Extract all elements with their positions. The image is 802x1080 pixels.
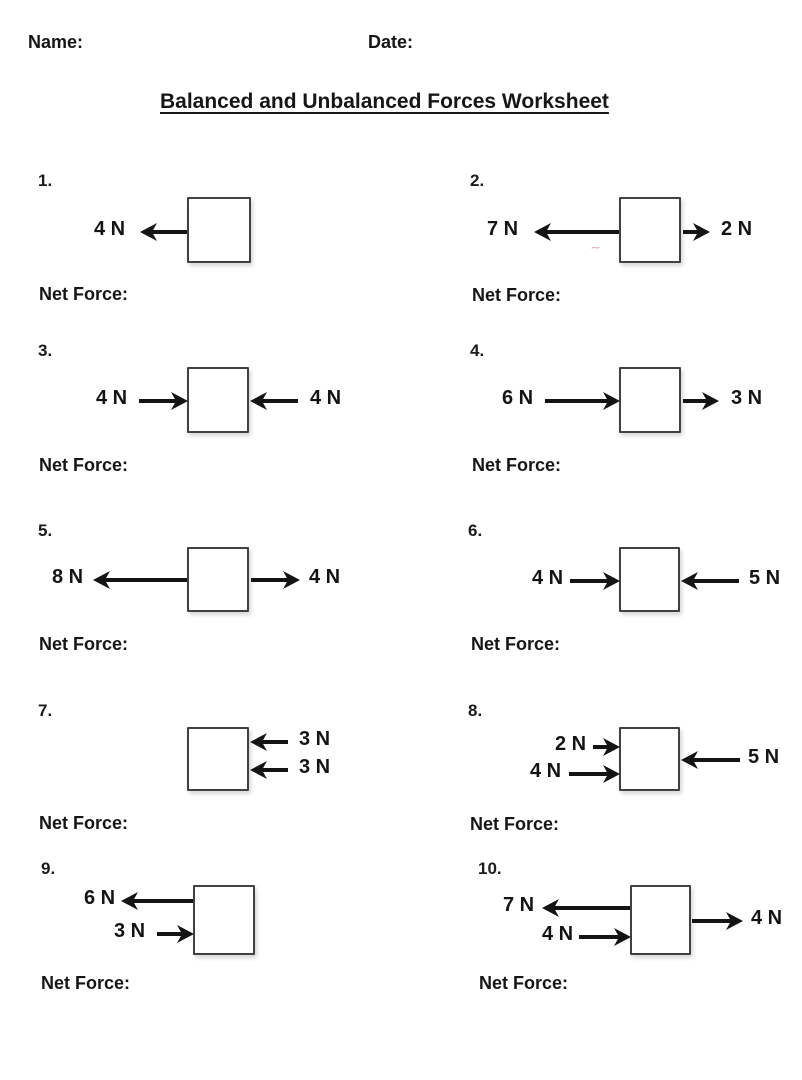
net-force-label: Net Force: [39,284,129,304]
force-arrow-right [683,223,710,241]
force-arrow-right [593,738,620,756]
force-arrow-left [121,892,193,910]
problem-number: 10. [478,859,502,878]
force-arrow-left [250,392,298,410]
force-magnitude-label: 3 N [299,728,331,750]
force-arrow-left [542,899,630,917]
problem-number: 3. [38,341,53,360]
force-box [187,547,249,612]
name-field-label: Name: [28,32,84,52]
force-magnitude-label: 7 N [503,894,535,916]
force-magnitude-label: 4 N [310,387,342,409]
force-magnitude-label: 2 N [555,733,587,755]
problem-number: 4. [470,341,485,360]
force-magnitude-label: 3 N [299,756,331,778]
force-magnitude-label: 4 N [532,567,564,589]
force-box [193,885,255,955]
force-box [630,885,691,955]
force-magnitude-label: 4 N [530,760,562,782]
force-box [187,197,251,263]
force-arrow-right [157,925,194,943]
force-magnitude-label: 6 N [502,387,534,409]
net-force-label: Net Force: [479,973,569,993]
problem-number: 2. [470,171,485,190]
force-magnitude-label: 5 N [748,746,780,768]
net-force-label: Net Force: [41,973,131,993]
force-magnitude-label: 7 N [487,218,519,240]
problem-number: 1. [38,171,53,190]
force-arrow-left [250,733,288,751]
force-arrow-left [534,223,619,241]
force-box [187,727,249,791]
force-arrow-right [569,765,620,783]
net-force-label: Net Force: [472,455,562,475]
force-magnitude-label: 3 N [731,387,763,409]
net-force-label: Net Force: [39,634,129,654]
force-arrow-left [93,571,187,589]
force-arrow-right [683,392,719,410]
force-arrow-left [250,761,288,779]
force-box [619,547,680,612]
force-arrow-right [692,912,743,930]
problem-number: 8. [468,701,483,720]
net-force-label: Net Force: [39,455,129,475]
problem-number: 9. [41,859,56,878]
force-arrow-right [545,392,620,410]
problem-number: 6. [468,521,483,540]
force-arrow-right [570,572,620,590]
force-magnitude-label: 5 N [749,567,781,589]
force-arrow-left [140,223,187,241]
force-magnitude-label: 4 N [751,907,783,929]
force-magnitude-label: 2 N [721,218,753,240]
net-force-label: Net Force: [470,814,560,834]
force-magnitude-label: 4 N [96,387,128,409]
force-arrow-left [681,572,739,590]
net-force-label: Net Force: [471,634,561,654]
force-arrow-left [681,751,740,769]
force-magnitude-label: 4 N [542,923,574,945]
force-magnitude-label: 4 N [94,218,126,240]
force-arrow-right [251,571,300,589]
force-magnitude-label: 6 N [84,887,116,909]
force-magnitude-label: 3 N [114,920,146,942]
worksheet-title: Balanced and Unbalanced Forces Worksheet [160,90,609,113]
problem-number: 5. [38,521,53,540]
force-magnitude-label: 8 N [52,566,84,588]
force-arrow-right [139,392,188,410]
force-box [619,367,681,433]
problem-number: 7. [38,701,53,720]
force-box [619,727,680,791]
date-field-label: Date: [368,32,414,52]
force-magnitude-label: 4 N [309,566,341,588]
net-force-label: Net Force: [472,285,562,305]
net-force-label: Net Force: [39,813,129,833]
force-box [187,367,249,433]
force-arrow-right [579,928,631,946]
force-box [619,197,681,263]
